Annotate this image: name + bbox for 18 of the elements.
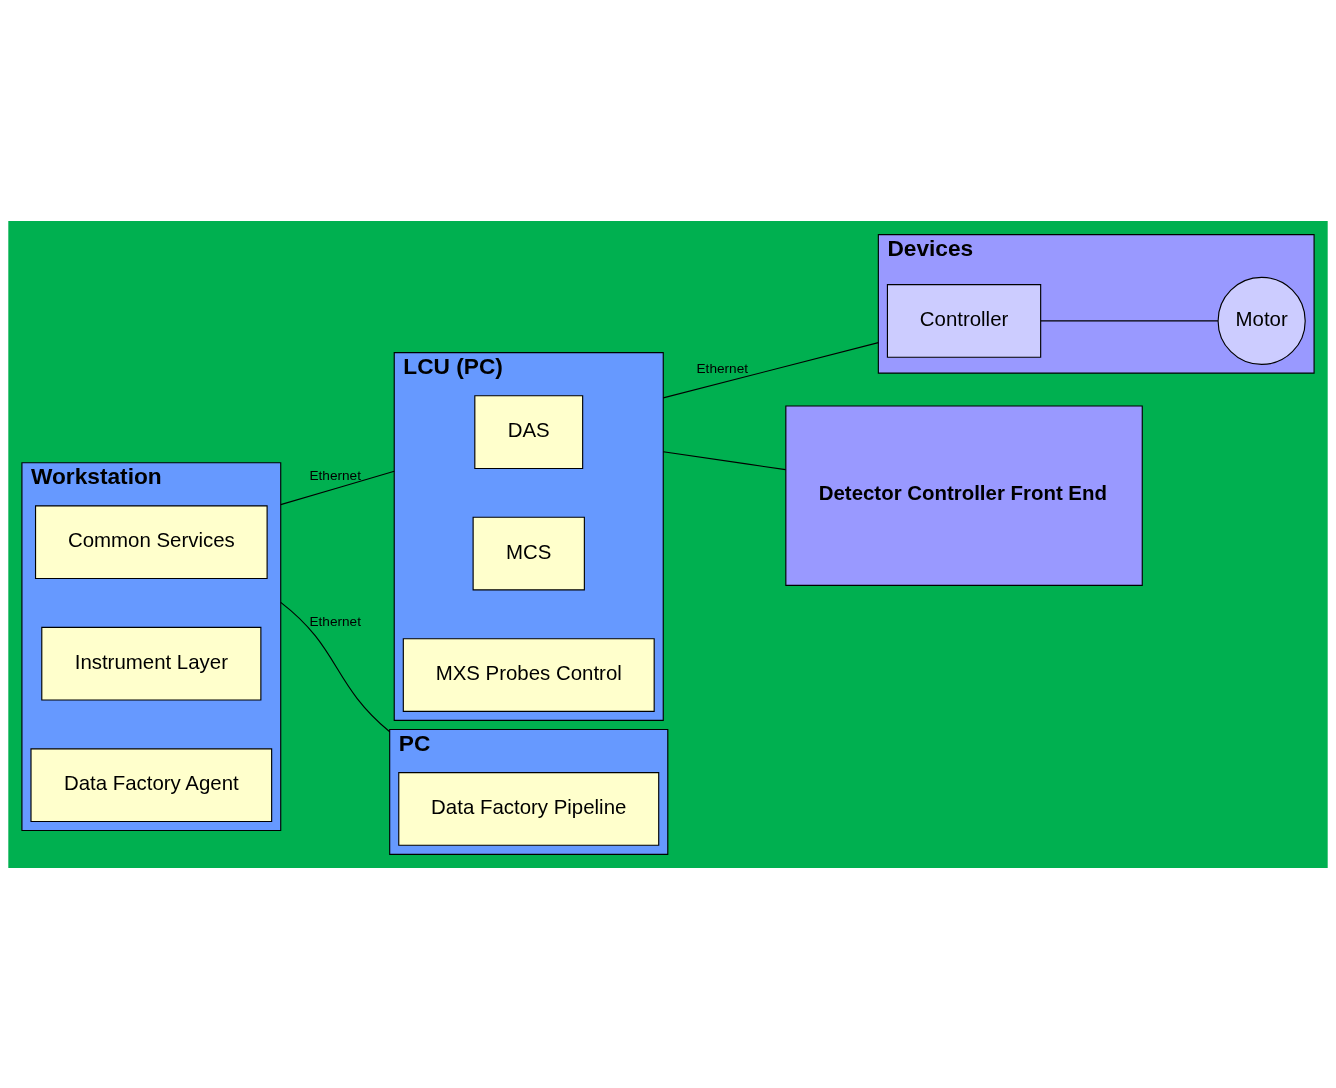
edge-label: Ethernet xyxy=(309,613,361,629)
node-box: MXS Probes Control xyxy=(402,637,655,712)
node-box: DAS xyxy=(474,394,584,469)
connector xyxy=(280,601,391,732)
edge-label: Ethernet xyxy=(309,467,361,483)
connector xyxy=(662,341,879,398)
node-box: Data Factory Pipeline xyxy=(398,771,660,846)
node-box: Instrument Layer xyxy=(41,626,262,701)
connector xyxy=(662,450,787,470)
connector xyxy=(280,470,395,505)
node-box: Data Factory Agent xyxy=(30,747,273,822)
node-box: Common Services xyxy=(35,504,268,579)
node-box: Controller xyxy=(886,283,1042,358)
node-circle: Motor xyxy=(1217,276,1306,365)
connector xyxy=(1040,319,1219,321)
node-box: Detector Controller Front End xyxy=(785,404,1143,586)
edge-label: Ethernet xyxy=(696,360,748,376)
node-box: MCS xyxy=(472,516,585,590)
